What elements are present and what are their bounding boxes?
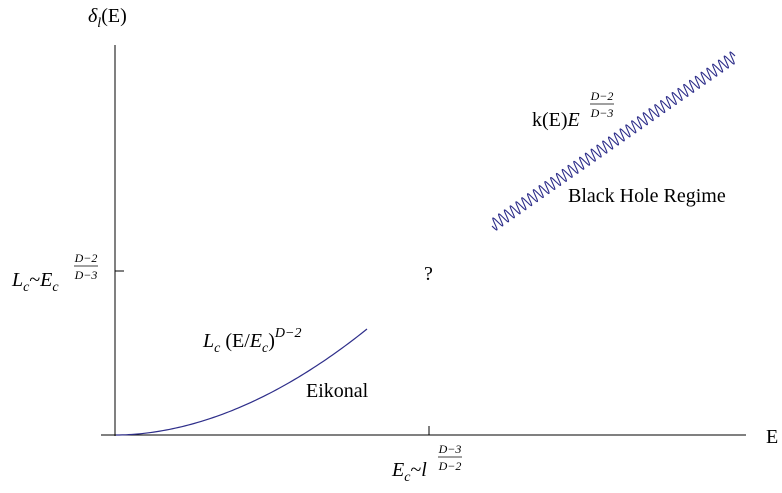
x-tick-exponent-numerator: D−3 [438, 442, 462, 456]
question-mark: ? [424, 263, 433, 285]
y-tick-label: Lc~Ec D−2 D−3 [11, 251, 98, 295]
black-hole-regime-label: Black Hole Regime [568, 185, 726, 207]
bh-exponent-denominator: D−3 [590, 106, 614, 120]
y-tick-exponent-numerator: D−2 [74, 251, 98, 265]
eikonal-curve [115, 328, 368, 436]
y-axis-label: δl(E) [88, 5, 127, 31]
eikonal-label: Eikonal [306, 380, 369, 402]
svg-text:Lc~Ec: Lc~Ec [11, 269, 59, 295]
svg-text:Ec~l: Ec~l [391, 459, 427, 485]
x-tick-exponent-denominator: D−2 [438, 459, 462, 473]
y-tick-exponent-denominator: D−3 [74, 268, 98, 282]
x-axis-label: E [766, 426, 778, 448]
svg-text:k(E)E: k(E)E [532, 109, 580, 131]
eikonal-formula: Lc (E/Ec)D−2 [202, 326, 301, 356]
black-hole-curve [491, 51, 736, 231]
bh-exponent-numerator: D−2 [590, 89, 614, 103]
black-hole-formula: k(E)E D−2 D−3 [532, 89, 614, 131]
x-tick-label: Ec~l D−3 D−2 [391, 442, 462, 485]
